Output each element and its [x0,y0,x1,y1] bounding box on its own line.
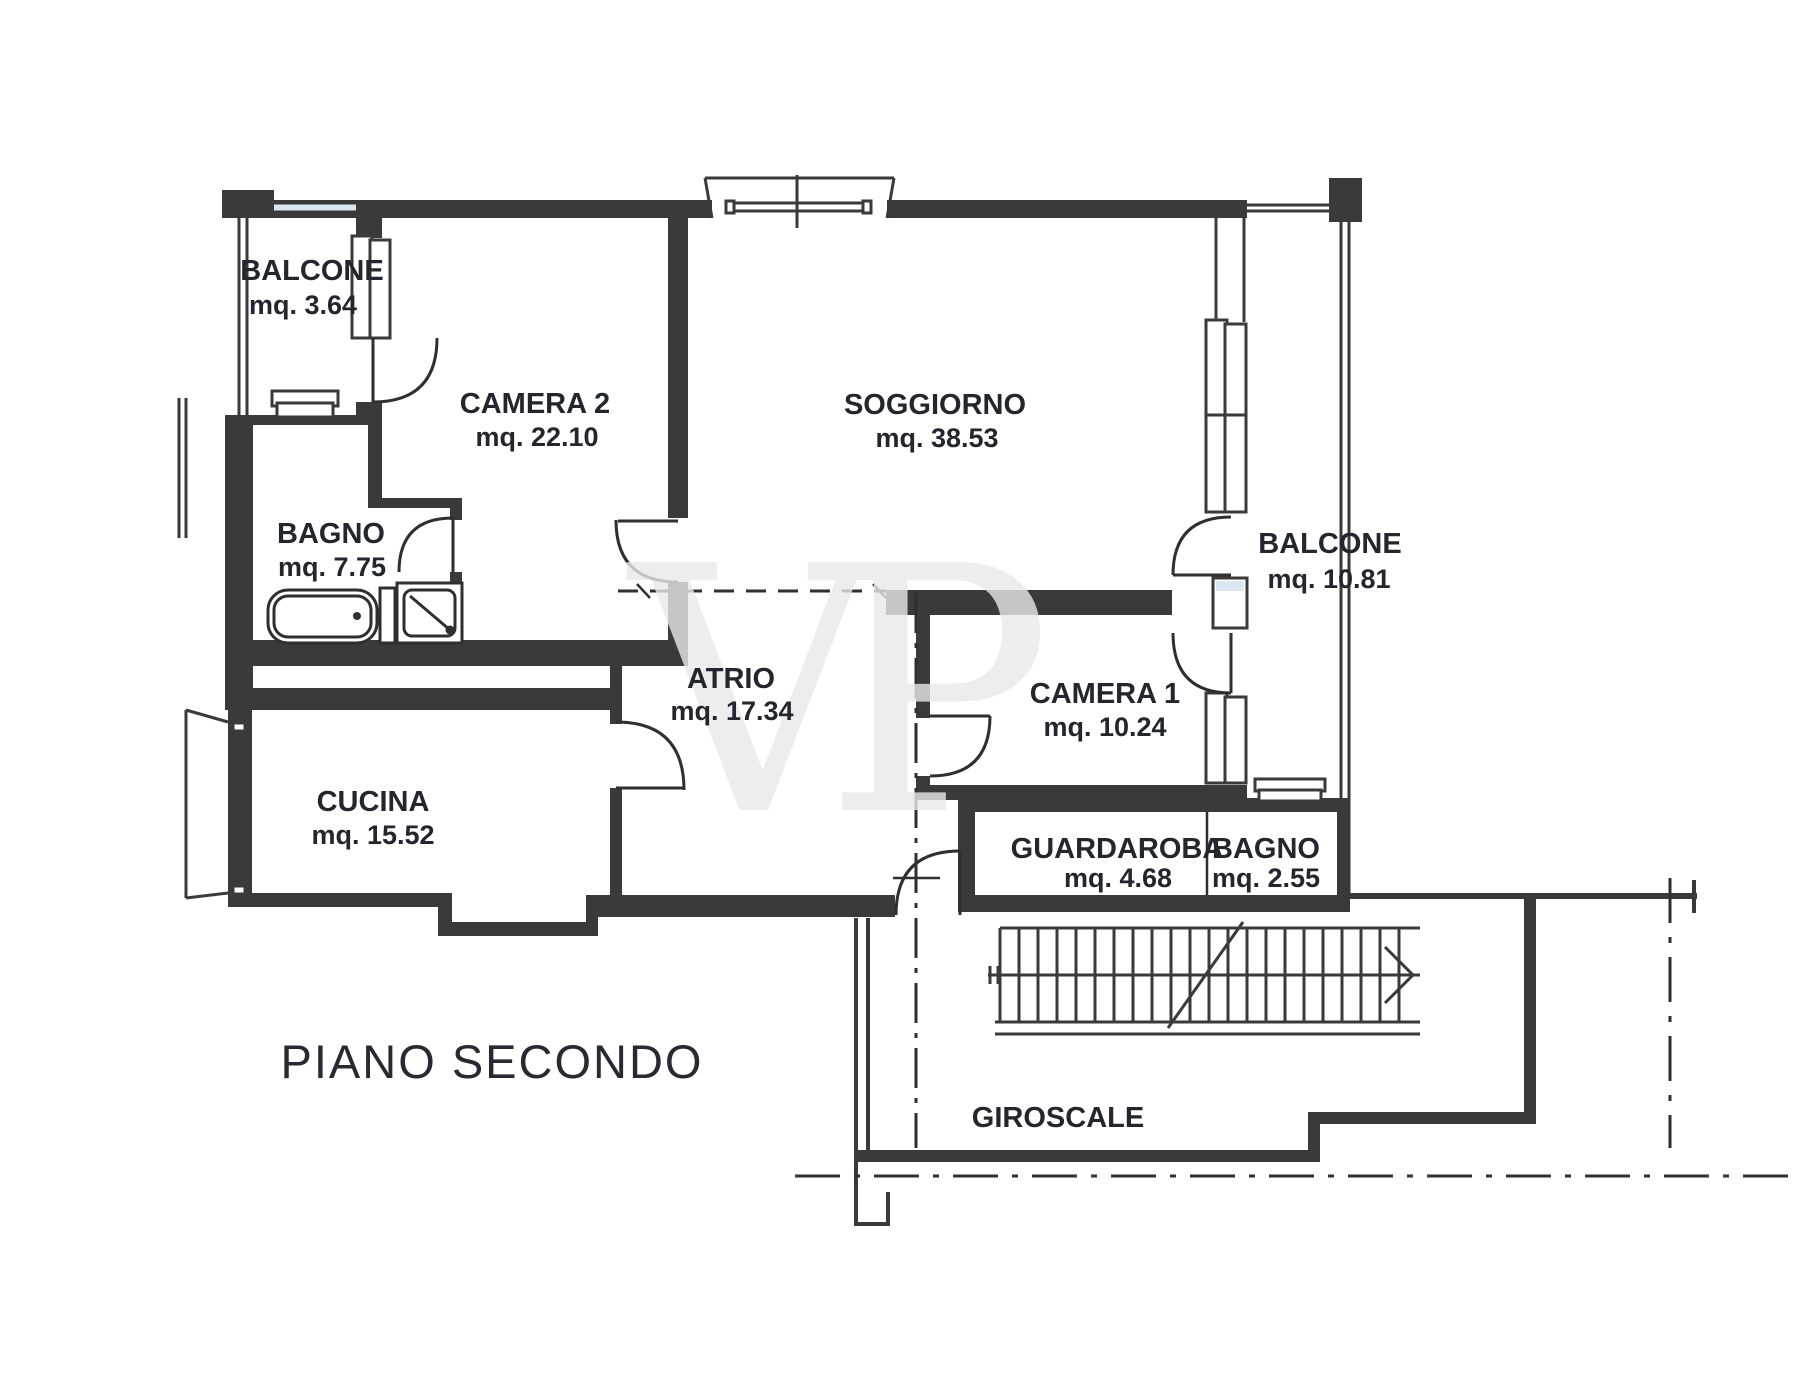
door-entrance [894,849,962,916]
wall-south-notch [438,922,598,936]
room-labels: BALCONE mq. 3.64 CAMERA 2 mq. 22.10 SOGG… [240,255,1401,1134]
room-area-camera-2: mq. 22.10 [475,422,598,452]
wall-atrio-south [598,895,895,917]
wall-giroscale-step [1308,1112,1320,1162]
fixture-divider [378,586,397,645]
room-label-balcone-1: BALCONE [240,255,383,287]
window-soggiorno-east [1204,318,1248,514]
wall-atrio-west-lower [610,788,622,905]
door-atrio-camera1 [929,714,992,778]
window-bagno2 [1253,777,1327,803]
wall-camera2-west-upper [356,218,382,238]
room-area-atrio: mq. 17.34 [670,696,793,726]
wall-block-west [958,798,975,912]
wall-top-left [274,200,712,218]
wall-camera2-soggiorno-divider [668,218,688,518]
stairs [988,921,1420,1036]
room-label-balcone-2: BALCONE [1258,528,1401,560]
door-camera1-balcone2 [1171,632,1233,695]
wall-block-north [958,798,1350,812]
wall-divider-lower-stub [668,582,688,642]
room-label-camera-2: CAMERA 2 [460,388,610,420]
wall-pillar-top-left [222,190,274,218]
room-area-guardaroba: mq. 4.68 [1064,863,1172,893]
wall-landing-east [1350,893,1697,899]
room-label-bagno-2: BAGNO [1212,833,1320,865]
wall-camera1-south [916,785,1247,800]
room-area-cucina: mq. 15.52 [311,820,434,850]
room-label-guardaroba: GUARDAROBA [1011,833,1224,865]
door-atrio-camera2 [614,519,679,584]
room-area-balcone-2: mq. 10.81 [1267,564,1390,594]
reference-lines [618,583,1795,1178]
door-camera2-bagno1 [397,516,455,573]
room-label-cucina: CUCINA [317,786,430,818]
wall-notch-riser [586,895,598,936]
wall-landing-tick [1692,880,1696,913]
sill-glass [1216,581,1244,591]
window-cucina [184,708,247,900]
room-area-bagno-1: mq. 7.75 [278,552,386,582]
room-area-soggiorno: mq. 38.53 [875,423,998,453]
wall-bagno-north [253,415,373,425]
window-soggiorno-top [703,175,896,228]
door-balcone1-camera2 [371,337,439,404]
railing-balcone1-glass [274,204,356,212]
shower-diagonal [409,594,451,632]
wall-giroscale-south-right [1308,1112,1534,1124]
wall-atrio-west-upper [610,666,622,724]
wall-camera2-west-stub [356,402,382,418]
wall-pillar-top-right [1329,178,1362,222]
room-label-camera-1: CAMERA 1 [1030,678,1180,710]
wall-giroscale-east [1524,897,1536,1124]
doors [371,337,1233,916]
tick-dash-right [872,583,887,599]
wall-block-south [975,895,1350,912]
room-label-giroscale: GIROSCALE [972,1102,1144,1134]
balcony-railings [177,201,1351,893]
plan-title: PIANO SECONDO [281,1035,704,1088]
bathtub-drain [353,612,361,620]
room-area-camera-1: mq. 10.24 [1043,712,1166,742]
wall-giroscale-hook [854,1160,890,1226]
room-area-balcone-1: mq. 3.64 [249,290,357,320]
wall-bagno-east-upper [368,415,382,505]
fixtures [266,581,464,645]
stairs-direction-chevron [1383,945,1416,1005]
wall-bagno-nook-top [368,498,462,508]
wall-exterior-west-cucina [228,710,252,905]
right-exterior-wall [1211,218,1249,630]
shower-drain [445,625,455,635]
door-soggiorno-balcone2 [1171,515,1232,577]
wall-camera1-north-left [886,590,1172,615]
window-camera1-east [1204,691,1248,785]
door-atrio-cucina [615,720,686,791]
wall-top-right [887,200,1247,218]
bathtub-inner [272,594,373,639]
wall-giroscale-south [856,1150,1320,1162]
window-camera2-balcony [350,234,392,340]
room-label-atrio: ATRIO [687,663,775,695]
wall-exterior-west-bagno [225,415,253,710]
room-area-bagno-2: mq. 2.55 [1212,863,1320,893]
wall-cucina-south [228,893,450,907]
room-label-soggiorno: SOGGIORNO [844,389,1026,421]
room-label-bagno-1: BAGNO [277,518,385,550]
windows [184,175,1327,900]
stairs-break-line [1166,921,1245,1029]
wall-cucina-north [242,688,622,710]
window-bagno1 [270,389,340,419]
tick-dash-left [636,583,651,599]
wall-camera1-west-upper [916,615,930,718]
